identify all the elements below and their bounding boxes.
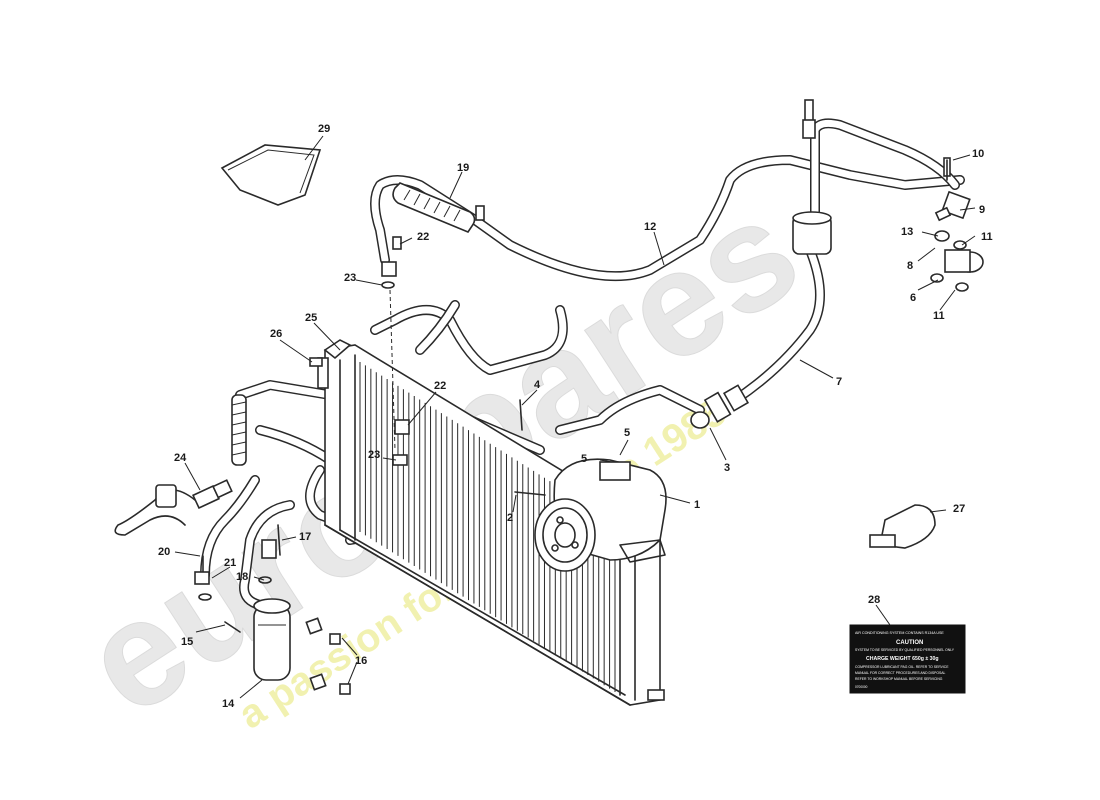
callout-5b: 5 [581,453,587,465]
callout-24: 24 [174,452,187,464]
callout-10: 10 [972,148,984,160]
part-15-bolt [224,621,241,633]
callout-7: 7 [836,376,842,388]
callout-12: 12 [644,221,656,233]
part-19-muffler [392,182,485,233]
part-22-23-fittings [381,236,410,466]
callout-13: 13 [901,226,913,238]
callout-26: 26 [270,328,282,340]
decal-code: 0700000 [855,685,868,689]
decal-line2: SYSTEM TO BE SERVICED BY QUALIFIED PERSO… [855,648,955,652]
part-17-21-fasteners [194,524,281,601]
part-14-receiver-drier [253,598,291,681]
part-1-compressor [534,458,667,572]
part-4-bolt [519,399,523,431]
callout-19: 19 [457,162,469,174]
decal-charge: CHARGE WEIGHT 650g ± 30g [866,656,939,662]
part-29-cover-plate [220,144,322,206]
part-28-label-decal: AIR CONDITIONING SYSTEM CONTAINS R134A U… [849,624,966,694]
decal-caution: CAUTION [896,640,923,646]
callout-25: 25 [305,312,317,324]
callout-3: 3 [724,462,730,474]
callout-27: 27 [953,503,965,515]
part-2-bolt [514,491,546,496]
callout-21: 21 [224,557,236,569]
part-3-fitting [690,384,750,429]
callout-22b: 22 [434,380,446,392]
callout-23b: 23 [368,449,380,461]
decal-line3: COMPRESSOR LUBRICANT PAG OIL. REFER TO S… [855,665,949,669]
part-24-pressure-switch [114,479,233,536]
callout-16: 16 [355,655,367,667]
callout-15: 15 [181,636,193,648]
callout-14: 14 [222,698,235,710]
accumulator-valve [792,99,832,255]
callout-29: 29 [318,123,330,135]
callout-18: 18 [236,571,248,583]
callout-20: 20 [158,546,170,558]
decal-line1: AIR CONDITIONING SYSTEM CONTAINS R134A U… [855,631,944,635]
callout-23a: 23 [344,272,356,284]
callout-22a: 22 [417,231,429,243]
callout-6: 6 [910,292,916,304]
callout-11a: 11 [981,231,993,243]
callout-9: 9 [979,204,985,216]
callout-1: 1 [694,499,700,511]
part-25-flex-hose [231,394,247,466]
callout-5a: 5 [624,427,630,439]
callout-4: 4 [534,379,541,391]
callout-8: 8 [907,260,913,272]
callout-11b: 11 [933,310,945,322]
callout-17: 17 [299,531,311,543]
decal-line4: MANUAL FOR CORRECT PROCEDURES AND DISPOS… [855,671,946,675]
callout-2: 2 [507,512,513,524]
callout-28: 28 [868,594,880,606]
part-27-clip [869,504,936,549]
part-26-bolt [309,357,323,367]
leader-lines [174,135,976,699]
callout-numbers: 1 2 3 4 5 5 6 7 8 9 10 11 11 12 13 14 15… [158,123,993,710]
part-16-plugs [305,617,351,695]
decal-background [849,624,966,694]
decal-line5: REFER TO WORKSHOP MANUAL BEFORE SERVICIN… [855,677,943,681]
